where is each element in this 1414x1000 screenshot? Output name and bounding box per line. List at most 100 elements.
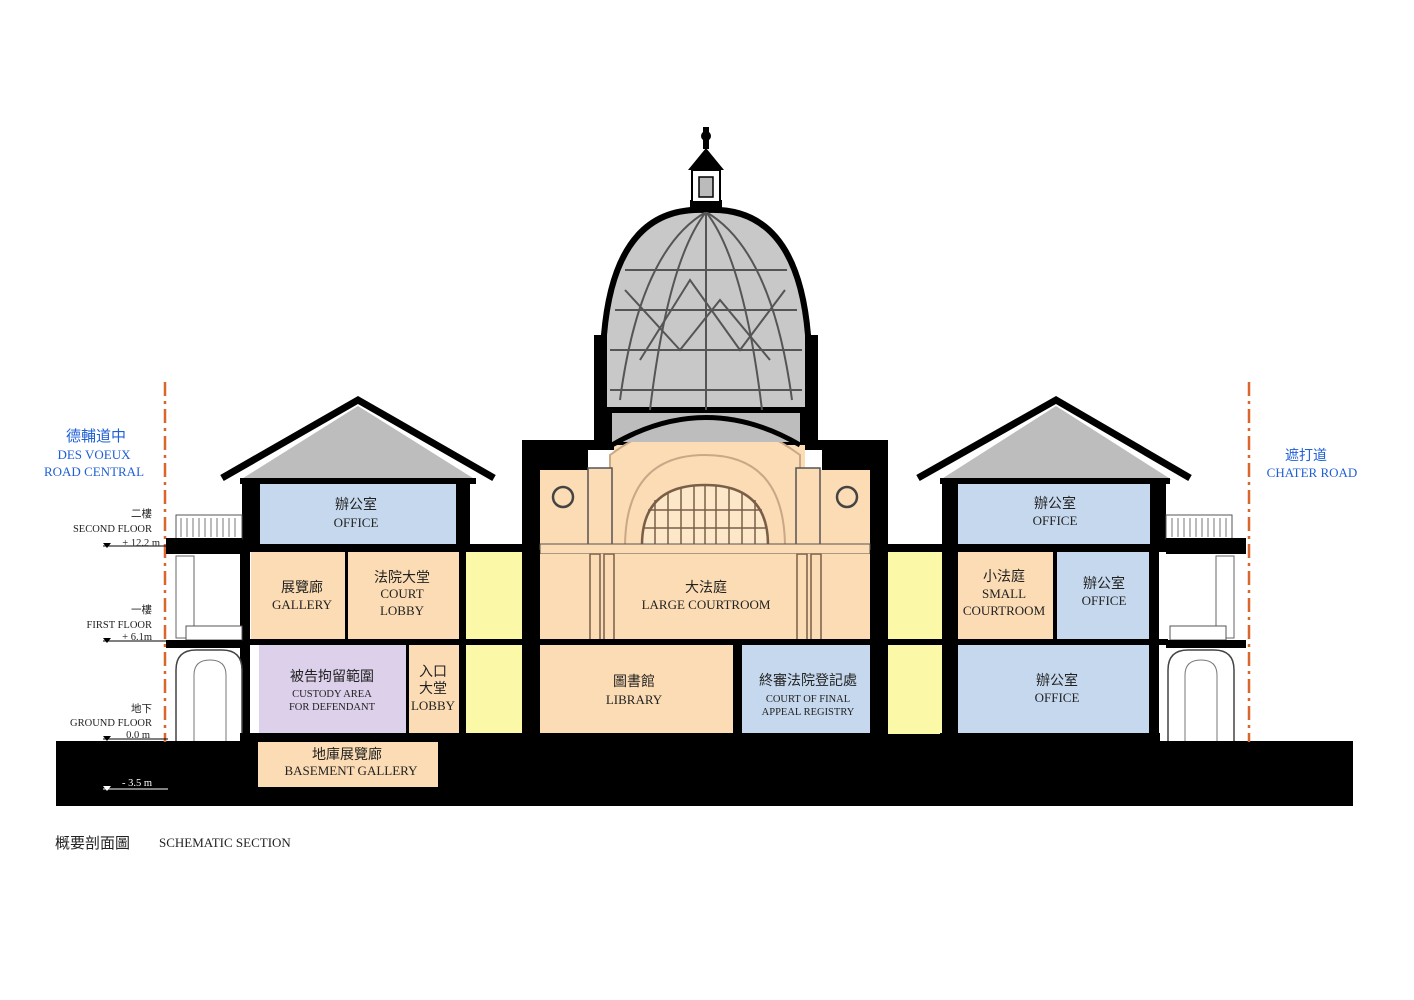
left-verandah-cornice	[166, 538, 242, 554]
left-road-cn: 德輔道中	[66, 427, 126, 445]
first-floor-en: FIRST FLOOR	[87, 620, 152, 631]
right-office-ground-room	[951, 645, 1150, 734]
library-cn: 圖書館	[613, 673, 655, 690]
right-office-top-room	[958, 484, 1150, 546]
lantern-window	[698, 176, 714, 198]
central-wall-right	[870, 550, 888, 742]
left-oculus	[551, 485, 575, 509]
right-office-mid-en: OFFICE	[1082, 593, 1127, 608]
right-verandah-balusters-top	[1171, 518, 1227, 537]
right-office-mid-cn: 辦公室	[1083, 575, 1125, 592]
right-office-ground-en: OFFICE	[1035, 690, 1080, 705]
lantern-finial-stem	[703, 127, 709, 149]
right-road-cn: 遮打道	[1285, 447, 1327, 464]
left-verandah-balusters-top	[180, 518, 236, 537]
central-first-floor-slab	[535, 639, 870, 645]
small-courtroom-cn: 小法庭	[983, 568, 1025, 585]
ground-mass	[56, 741, 1353, 806]
small-courtroom-en-1: SMALL	[982, 586, 1026, 601]
basement-gallery-cn: 地庫展覽廊	[312, 746, 382, 763]
court-lobby-cn: 法院大堂	[374, 570, 430, 586]
left-verandah-column	[175, 555, 195, 639]
central-entablature	[539, 543, 871, 555]
right-verandah-slab-mid	[1166, 640, 1246, 648]
left-verandah-balustrade-mid	[185, 625, 243, 641]
ground-floor-en: GROUND FLOOR	[70, 718, 152, 729]
left-wing-outer-wall	[242, 478, 260, 548]
left-office-room	[260, 484, 456, 546]
left-entrance-lobby-room	[409, 645, 459, 734]
basement-gallery-room	[258, 738, 438, 787]
custody-en-1: CUSTODY AREA	[292, 689, 372, 700]
right-road-en: CHATER ROAD	[1267, 465, 1358, 480]
left-stair-core-1	[466, 552, 522, 639]
left-roof-fill	[240, 406, 476, 480]
left-court-lobby-room	[348, 552, 459, 639]
courtroom-inner-arch	[624, 453, 786, 549]
left-road-en-2: ROAD CENTRAL	[44, 464, 144, 479]
library-room	[536, 645, 733, 734]
right-roof-fill	[940, 406, 1172, 480]
right-pier-ornament	[795, 467, 821, 547]
caption-cn: 概要剖面圖	[55, 835, 130, 852]
registry-en-2: APPEAL REGISTRY	[762, 707, 855, 718]
first-floor-cn: 一樓	[131, 603, 152, 616]
left-first-floor-slab	[240, 639, 540, 645]
entrance-en: LOBBY	[411, 698, 456, 713]
right-verandah-cornice	[1166, 538, 1246, 554]
basement-elevation: - 3.5 m	[122, 778, 152, 789]
level-markers	[103, 545, 168, 740]
large-courtroom-cn: 大法庭	[685, 579, 727, 596]
right-office-ground-cn: 辦公室	[1036, 672, 1078, 689]
right-wing-outer-wall	[1150, 478, 1166, 548]
central-wall-left	[530, 550, 540, 742]
left-stair-core-2	[466, 645, 522, 734]
right-wing-slab-top	[940, 478, 1170, 484]
courtroom-lower-fill	[540, 554, 870, 640]
left-wing-wall-lower	[240, 552, 250, 742]
left-office-en: OFFICE	[334, 515, 379, 530]
right-wall-c	[1149, 552, 1159, 742]
large-courtroom-en: LARGE COURTROOM	[642, 597, 771, 612]
right-wall-d	[946, 645, 951, 742]
left-gallery-room	[251, 552, 345, 639]
right-oculus	[835, 485, 859, 509]
left-wall-gap-3	[406, 645, 409, 734]
right-verandah-balustrade-mid	[1169, 625, 1227, 641]
right-office-top-en: OFFICE	[1033, 513, 1078, 528]
second-floor-marker	[103, 543, 111, 548]
basement-level-marker	[103, 786, 111, 791]
right-small-courtroom-room	[958, 552, 1053, 639]
left-verandah-balustrade-top	[175, 514, 243, 540]
left-custody-room	[259, 645, 406, 734]
ground-floor-cn: 地下	[131, 702, 152, 715]
right-ground-line	[940, 733, 1160, 742]
court-lobby-en-1: COURT	[380, 586, 423, 601]
caption-en: SCHEMATIC SECTION	[159, 835, 291, 850]
right-office-top-cn: 辦公室	[1034, 495, 1076, 512]
registry-en-1: COURT OF FINAL	[766, 694, 850, 705]
left-wall-gap-1	[345, 552, 348, 639]
small-courtroom-en-2: COURTROOM	[963, 603, 1046, 618]
left-road-en-1: DES VOEUX	[57, 447, 131, 462]
gallery-en: GALLERY	[272, 597, 333, 612]
left-pier-ornament	[587, 467, 613, 547]
custody-en-2: FOR DEFENDANT	[289, 702, 376, 713]
right-stair-core-2	[888, 645, 946, 734]
basement-gallery-en: BASEMENT GALLERY	[284, 763, 418, 778]
gallery-cn: 展覽廊	[281, 579, 323, 596]
dome-inner-ceiling	[610, 415, 802, 448]
left-wall-gap-2	[459, 552, 466, 742]
left-second-floor-slab	[240, 544, 540, 552]
left-office-cn: 辦公室	[335, 496, 377, 513]
left-verandah-arch-inner	[193, 659, 227, 741]
lantern-cap	[688, 148, 724, 170]
central-ground-line	[240, 733, 955, 742]
left-roof-outline	[220, 395, 496, 482]
right-first-floor-slab	[888, 639, 1168, 645]
court-lobby-en-2: LOBBY	[380, 603, 425, 618]
left-wing-inner-wall	[456, 478, 470, 548]
registry-room	[742, 645, 870, 734]
